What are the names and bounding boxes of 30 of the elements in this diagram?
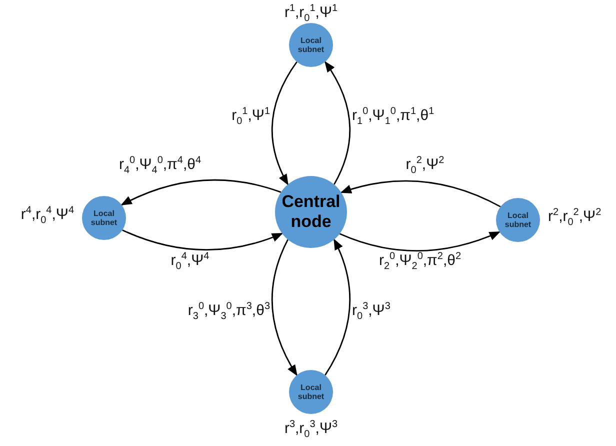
arrow: [324, 60, 351, 185]
node-caption: r$^{4}$,r$_{0}$$^{4}$,Ψ$^{4}$: [20, 205, 74, 227]
subnet-circle: [289, 370, 333, 414]
edge-label: r$_{0}$$^{3}$,Ψ$^{3}$: [352, 301, 390, 323]
edge-label: r$_{3}$$^{0}$,Ψ$_{3}$$^{0}$,π$^{3}$,θ$^{3}$: [188, 301, 270, 323]
arrow: [120, 179, 282, 206]
central-node-circle: [275, 176, 347, 248]
edge-label: r$_{2}$$^{0}$,Ψ$_{2}$$^{0}$,π$^{2}$,θ$^{2}$: [378, 251, 462, 273]
edge-label: r$_{0}$$^{2}$,Ψ$^{2}$: [406, 155, 444, 177]
arrow: [122, 229, 284, 250]
arrow: [271, 239, 298, 376]
arrow: [339, 231, 501, 252]
arrow: [324, 238, 351, 376]
arrow: [271, 61, 298, 186]
subnet-circle: [289, 23, 333, 67]
edge-label: r$_{1}$$^{0}$,Ψ$_{1}$$^{0}$,π$^{1}$,θ$^{1}$: [352, 106, 434, 128]
arrow: [340, 180, 501, 208]
node-label: Local subnet: [504, 210, 532, 230]
node-label: Local subnet: [296, 36, 326, 54]
node-label: Central node: [280, 192, 342, 232]
node-label: Local subnet: [90, 208, 118, 228]
node-label: Local subnet: [296, 382, 326, 402]
edge-label: r$_{4}$$^{0}$,Ψ$_{4}$$^{0}$,π$^{4}$,θ$^{4}$: [118, 155, 202, 177]
edge-label: r$_{0}$$^{1}$,Ψ$^{1}$: [232, 106, 270, 128]
subnet-circle: [496, 198, 540, 242]
node-caption: r$^{3}$,r$_{0}$$^{3}$,Ψ$^{3}$: [284, 419, 338, 441]
edge-label: r$_{0}$$^{4}$,Ψ$^{4}$: [170, 251, 210, 273]
node-caption: r$^{1}$,r$_{0}$$^{1}$,Ψ$^{1}$: [284, 3, 338, 25]
subnet-circle: [82, 196, 126, 240]
node-caption: r$^{2}$,r$_{0}$$^{2}$,Ψ$^{2}$: [548, 207, 602, 229]
